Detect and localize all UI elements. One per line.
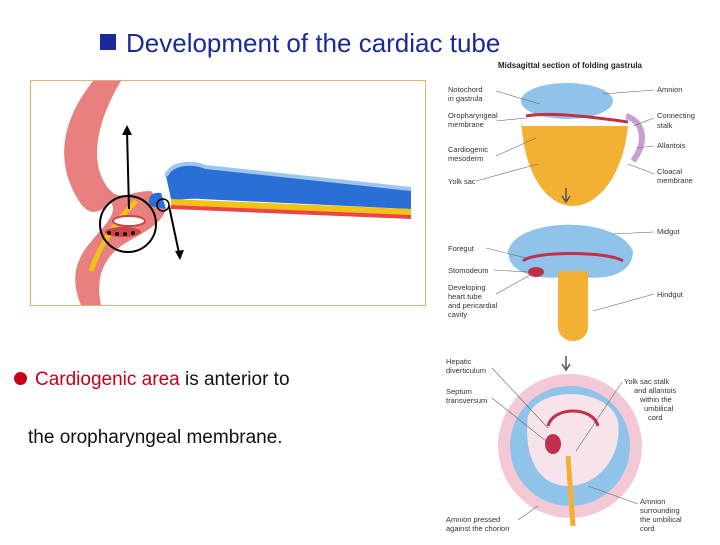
square-bullet-icon	[100, 34, 116, 50]
figure-label: transversum	[446, 396, 487, 405]
figure-label: Yolk sac	[448, 177, 476, 186]
embryo-schematic	[30, 80, 426, 306]
figure-label: in gastrula	[448, 94, 483, 103]
figure-label: Notochord	[448, 85, 483, 94]
figure-label: Septum	[446, 387, 472, 396]
figure-label: cavity	[448, 310, 467, 319]
figure-label: and allantois	[634, 386, 676, 395]
figure-label: Cloacal	[657, 167, 682, 176]
figure-label: Hepatic	[446, 357, 472, 366]
stage3-embryo	[498, 374, 642, 527]
oropharyngeal-statement: the oropharyngeal membrane.	[28, 427, 283, 449]
up-arrow-icon	[122, 125, 132, 135]
figure-label: Stomodeum	[448, 266, 488, 275]
figure-label: Allantois	[657, 141, 686, 150]
figure-label: against the chorion	[446, 524, 509, 533]
cardiogenic-area-statement: Cardiogenic area is anterior to	[14, 369, 290, 391]
highlight-oropharyngeal: oropharyngeal	[59, 427, 182, 448]
stage1-embryo	[521, 83, 645, 206]
figure-label: diverticulum	[446, 366, 486, 375]
figure-label: heart tube	[448, 292, 482, 301]
figure-label: cord	[648, 413, 663, 422]
figure-label: Midgut	[657, 227, 680, 236]
highlight-cardiogenic-area: Cardiogenic area	[35, 369, 180, 390]
statement-prefix: the	[28, 427, 60, 448]
folding-gastrula-svg: Midsagittal section of folding gastrula	[446, 61, 695, 533]
figure-label: cord	[640, 524, 655, 533]
endoderm-band	[171, 199, 411, 215]
ectoderm-band	[166, 163, 411, 209]
figure-label: and pericardial	[448, 301, 498, 310]
figure-label: Amnion	[657, 85, 682, 94]
stage2-embryo	[508, 224, 633, 341]
figure-label: within the	[639, 395, 672, 404]
figure-label: membrane	[448, 120, 484, 129]
figure-label: the umbilical	[640, 515, 682, 524]
figure-label: surrounding	[640, 506, 680, 515]
figure-label: Oropharyngeal	[448, 111, 498, 120]
figure-label: umbilical	[644, 404, 674, 413]
figure-label: Amnion pressed	[446, 515, 500, 524]
figure-label: Developing	[448, 283, 486, 292]
figure-label: Connecting	[657, 111, 695, 120]
figure-label: Hindgut	[657, 290, 684, 299]
figure-label: stalk	[657, 121, 673, 130]
figure-label: Yolk sac stalk	[624, 377, 669, 386]
folding-gastrula-figure: Midsagittal section of folding gastrula	[428, 56, 720, 540]
mesoderm-curve	[64, 81, 166, 305]
down-arrow-icon	[175, 250, 184, 260]
figure-caption: Midsagittal section of folding gastrula	[498, 61, 643, 70]
statement-rest: is anterior to	[179, 369, 290, 390]
figure-label: Amnion	[640, 497, 665, 506]
figure-label: Foregut	[448, 244, 475, 253]
figure-label: Cardiogenic	[448, 145, 488, 154]
round-bullet-icon	[14, 372, 27, 385]
figure-label: mesoderm	[448, 154, 483, 163]
title-text: Development of the cardiac tube	[126, 28, 501, 58]
embryo-schematic-svg	[64, 81, 412, 305]
slide-title: Development of the cardiac tube	[100, 28, 500, 59]
statement-suffix: membrane.	[181, 427, 283, 448]
figure-label: membrane	[657, 176, 693, 185]
